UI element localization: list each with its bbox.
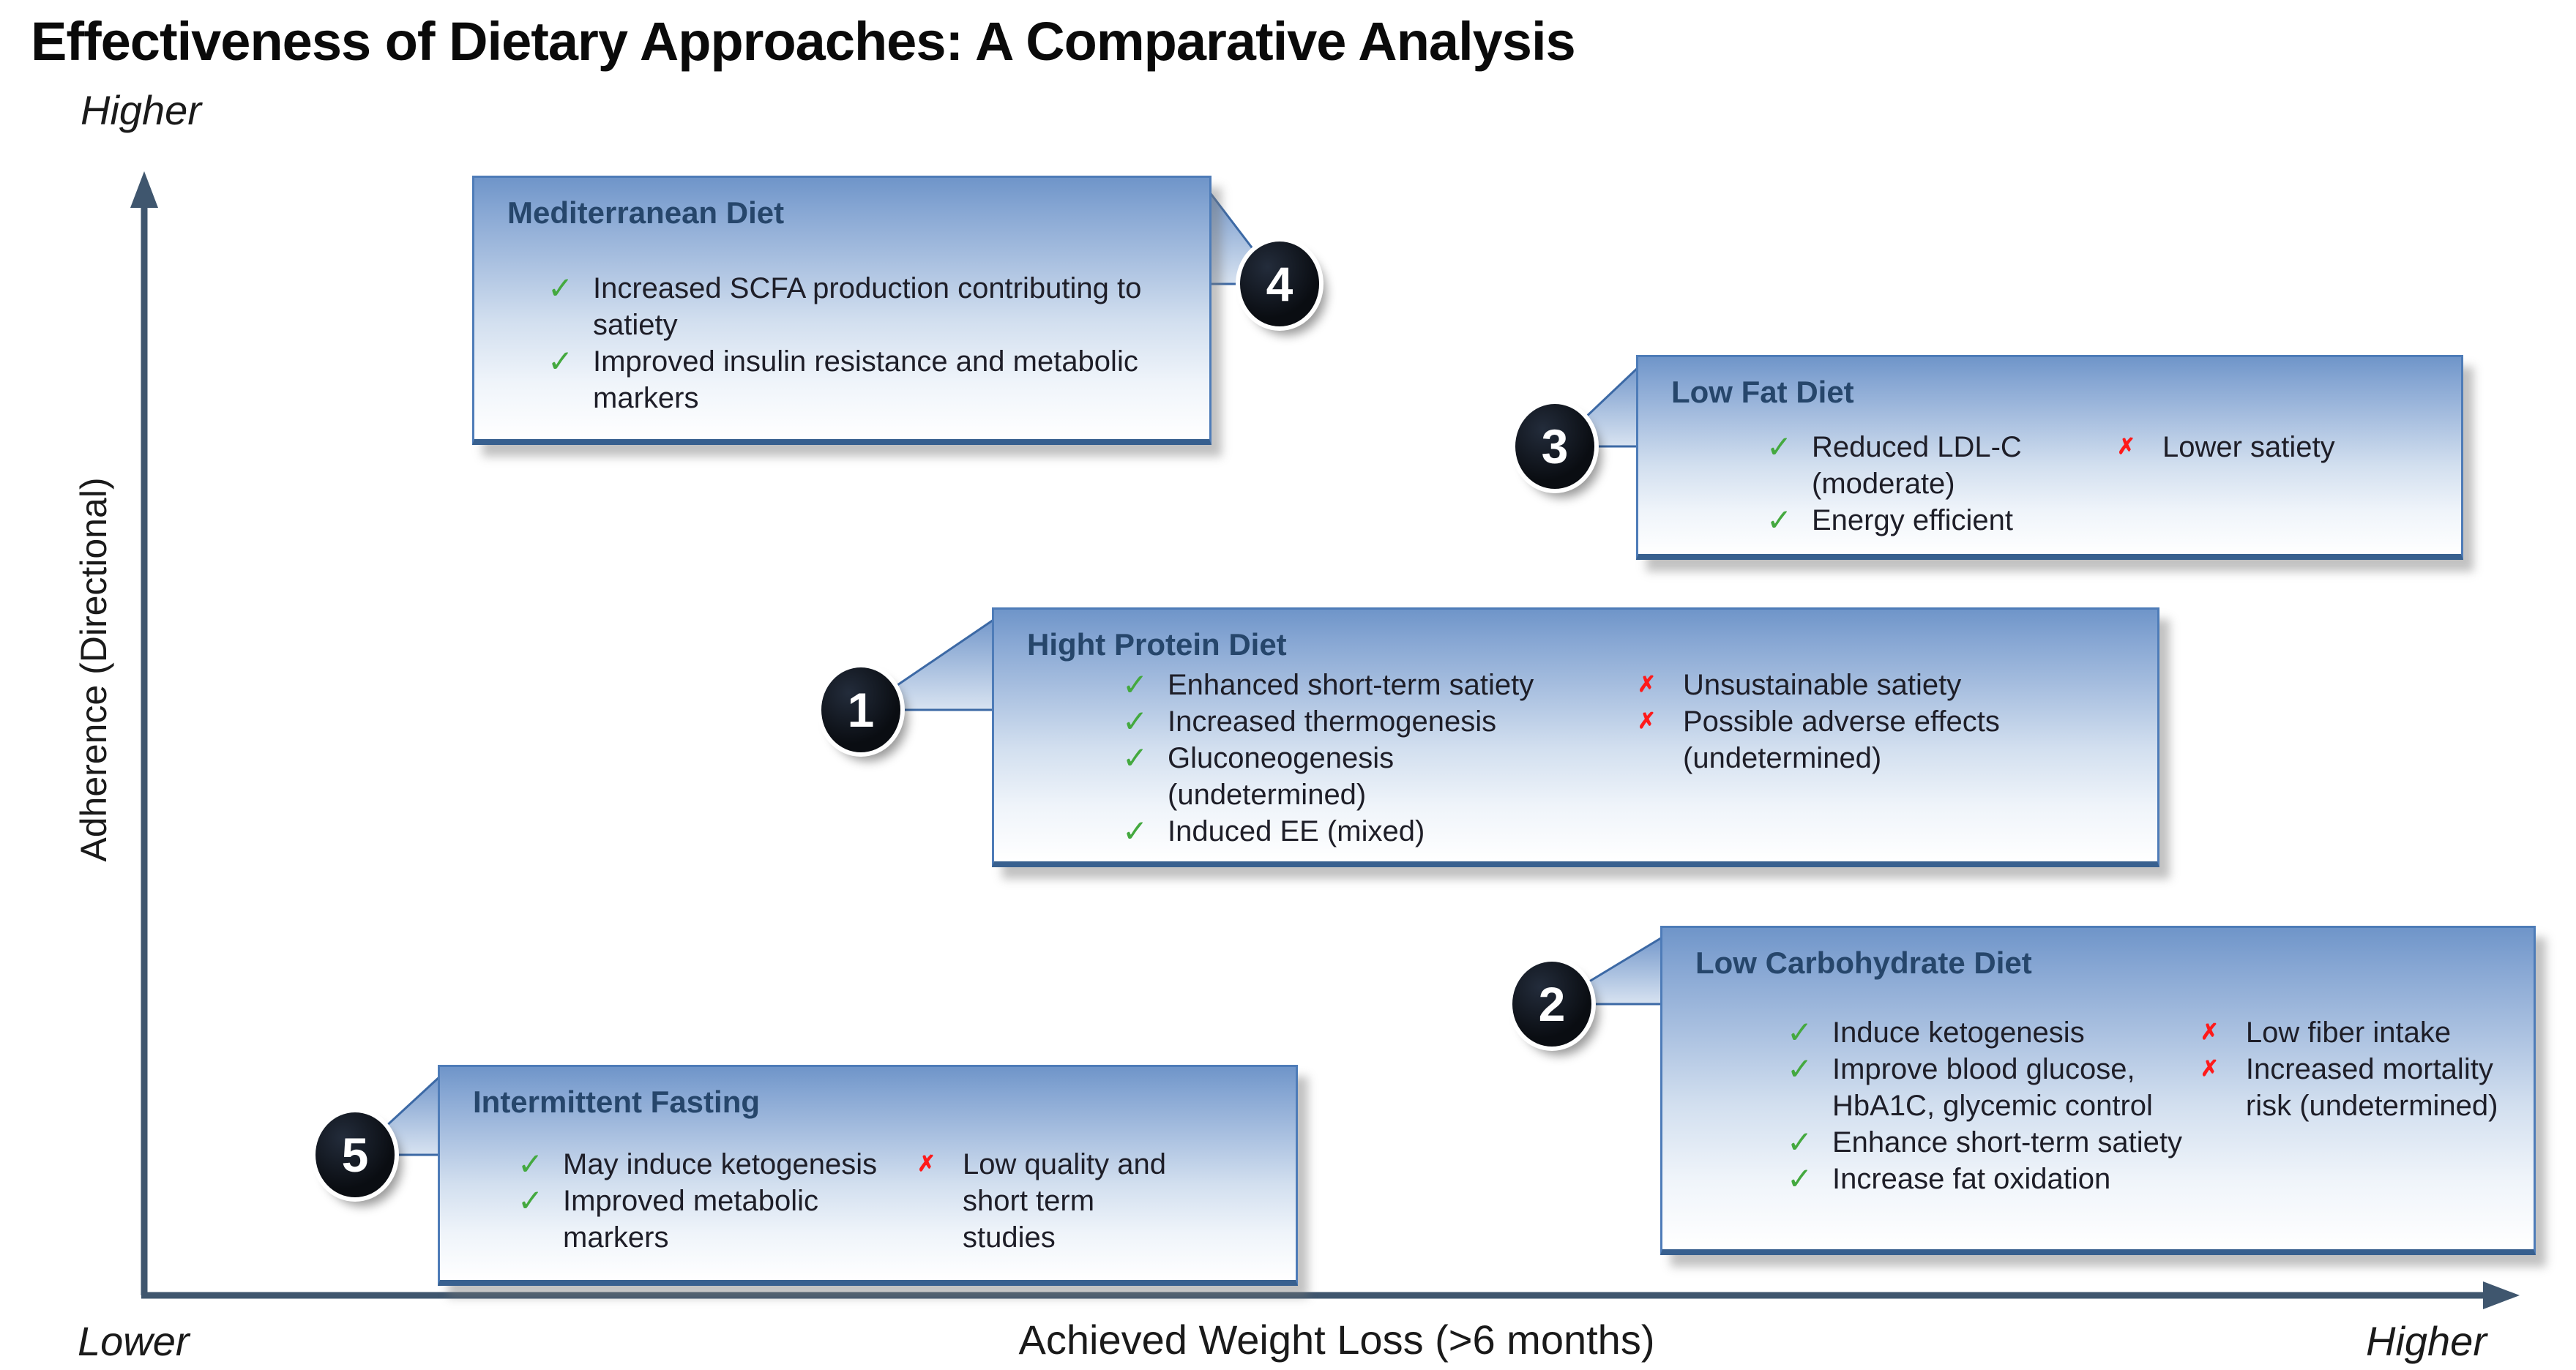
check-icon: ✓: [1766, 430, 1793, 464]
pro-item: ✓Improved insulin resistance and metabol…: [548, 344, 1138, 414]
callout-badge-3: 3: [1515, 404, 1594, 489]
pro-item: ✓Increased SCFA production contributing …: [548, 271, 1142, 341]
diet-box-high-protein: Hight Protein Diet ✓Enhanced short-term …: [992, 607, 2159, 867]
pros-list: ✓Increased SCFA production contributing …: [548, 270, 1179, 416]
con-item: ✗Low fiber intake: [2198, 1014, 2534, 1051]
y-axis-arrowhead-icon: [130, 171, 158, 208]
box-title: Low Carbohydrate Diet: [1695, 946, 2032, 980]
check-icon: ✓: [1766, 503, 1793, 537]
cons-list: ✗Unsustainable satiety ✗Possible adverse…: [1635, 667, 2030, 776]
check-icon: ✓: [1122, 704, 1149, 738]
box-title: Intermittent Fasting: [473, 1085, 761, 1119]
check-icon: ✓: [518, 1183, 544, 1218]
diet-box-low-fat: Low Fat Diet ✓Reduced LDL-C (moderate) ✓…: [1636, 355, 2463, 560]
x-axis-title: Achieved Weight Loss (>6 months): [1018, 1317, 1655, 1363]
box-title: Hight Protein Diet: [1027, 627, 1287, 662]
pros-list: ✓May induce ketogenesis ✓Improved metabo…: [518, 1146, 885, 1256]
pro-item: ✓Enhanced short-term satiety: [1122, 667, 1534, 702]
pros-list: ✓Enhanced short-term satiety ✓Increased …: [1122, 667, 1561, 850]
con-item: ✗Low quality and short term studies: [914, 1146, 1167, 1256]
check-icon: ✓: [1122, 667, 1149, 702]
cross-icon: ✗: [1638, 673, 1657, 697]
check-icon: ✓: [1122, 741, 1149, 775]
check-icon: ✓: [1787, 1125, 1813, 1159]
con-item: ✗Possible adverse effects (undetermined): [1635, 703, 2030, 776]
con-item: ✗Lower satiety: [2114, 429, 2422, 465]
cons-list: ✗Low fiber intake ✗Increased mortality r…: [2198, 1014, 2534, 1124]
check-icon: ✓: [1787, 1052, 1813, 1086]
pros-list: ✓Reduced LDL-C (moderate) ✓Energy effici…: [1766, 429, 2059, 539]
page-title: Effectiveness of Dietary Approaches: A C…: [31, 11, 1576, 72]
box-title: Mediterranean Diet: [507, 195, 785, 230]
pro-item: ✓Improved metabolic markers: [518, 1183, 819, 1254]
cross-icon: ✗: [2117, 435, 2136, 459]
pros-list: ✓Induce ketogenesis ✓Improve blood gluco…: [1787, 1014, 2198, 1197]
pro-item: ✓Induced EE (mixed): [1122, 814, 1425, 848]
callout-badge-1: 1: [821, 667, 900, 752]
con-item: ✗Increased mortality risk (undetermined): [2198, 1051, 2534, 1124]
cross-icon: ✗: [2200, 1057, 2220, 1081]
cross-icon: ✗: [2200, 1020, 2220, 1044]
pro-item: ✓Energy efficient: [1766, 503, 2013, 537]
diet-box-mediterranean: Mediterranean Diet ✓Increased SCFA produ…: [472, 176, 1212, 445]
box-title: Low Fat Diet: [1671, 375, 1854, 409]
callout-badge-2: 2: [1512, 962, 1591, 1047]
callout-badge-4: 4: [1240, 242, 1319, 326]
cross-icon: ✗: [1638, 709, 1657, 733]
check-icon: ✓: [518, 1147, 544, 1181]
pro-item: ✓May induce ketogenesis: [518, 1147, 878, 1181]
callout-badge-5: 5: [316, 1112, 395, 1197]
x-axis-lower-label: Lower: [78, 1318, 190, 1364]
y-axis-higher-label: Higher: [81, 87, 201, 133]
pro-item: ✓Improve blood glucose, HbA1C, glycemic …: [1787, 1052, 2153, 1122]
diet-box-low-carb: Low Carbohydrate Diet ✓Induce ketogenesi…: [1660, 926, 2536, 1255]
check-icon: ✓: [1122, 814, 1149, 848]
pro-item: ✓Enhance short-term satiety: [1787, 1125, 2182, 1159]
con-item: ✗Unsustainable satiety: [1635, 667, 2030, 703]
cons-list: ✗Low quality and short term studies: [914, 1146, 1167, 1256]
diet-box-intermittent-fasting: Intermittent Fasting ✓May induce ketogen…: [438, 1065, 1298, 1286]
check-icon: ✓: [548, 344, 574, 378]
cross-icon: ✗: [917, 1152, 936, 1176]
y-axis-title: Adherence (Directional): [73, 477, 114, 862]
pro-item: ✓Induce ketogenesis: [1787, 1015, 2085, 1049]
pro-item: ✓Increase fat oxidation: [1787, 1161, 2111, 1196]
pro-item: ✓Gluconeogenesis (undetermined): [1122, 741, 1395, 811]
check-icon: ✓: [1787, 1015, 1813, 1049]
check-icon: ✓: [1787, 1161, 1813, 1196]
x-axis-higher-label: Higher: [2366, 1318, 2487, 1364]
cons-list: ✗Lower satiety: [2114, 429, 2422, 465]
pro-item: ✓Increased thermogenesis: [1122, 704, 1497, 738]
pro-item: ✓Reduced LDL-C (moderate): [1766, 430, 2022, 500]
x-axis-arrowhead-icon: [2483, 1281, 2520, 1309]
check-icon: ✓: [548, 271, 574, 305]
